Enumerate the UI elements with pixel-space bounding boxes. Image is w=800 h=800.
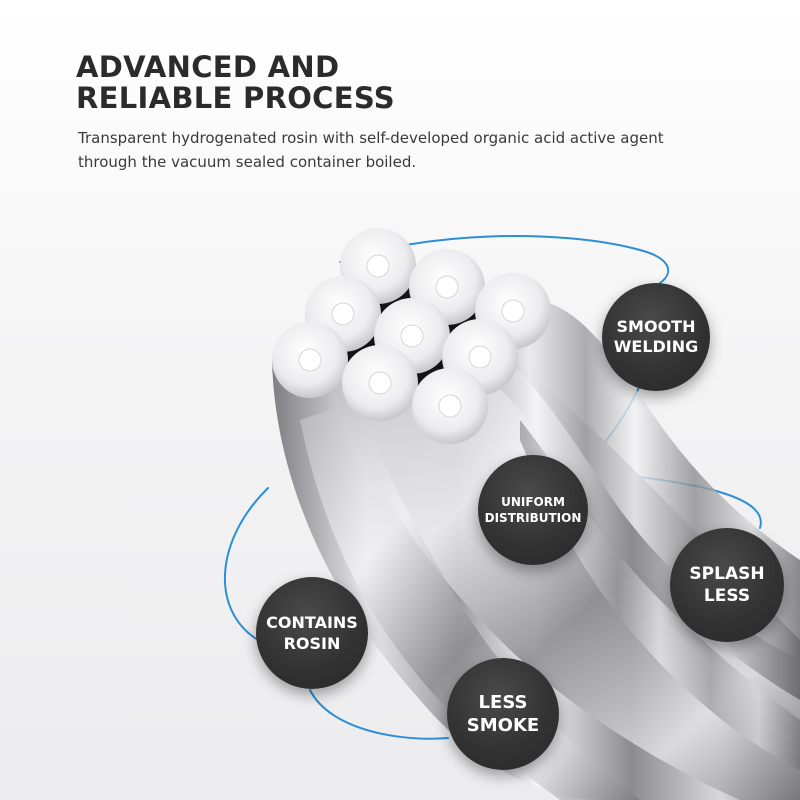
badge-label-line-2: SMOKE: [466, 715, 540, 736]
wire-cross-section: [272, 228, 551, 444]
badge-label-line-1: UNIFORM: [501, 495, 565, 509]
wire-strand: [300, 400, 640, 800]
badge-label-line-2: ROSIN: [283, 634, 341, 653]
orbit-line-left: [223, 487, 269, 641]
badge-smooth-welding: SMOOTH WELDING: [602, 283, 710, 391]
badge-label-line-2: DISTRIBUTION: [484, 511, 582, 525]
badge-less-smoke: LESS SMOKE: [447, 658, 559, 770]
badge-label-line-1: CONTAINS: [266, 613, 358, 632]
process-description: Transparent hydrogenated rosin with self…: [78, 126, 738, 174]
strand-end: [272, 322, 348, 398]
description-line-2: through the vacuum sealed container boil…: [78, 153, 417, 171]
badge-splash-less: SPLASH LESS: [670, 528, 784, 642]
badge-contains-rosin: CONTAINS ROSIN: [256, 577, 368, 689]
wire-strand: [330, 370, 800, 800]
strand-end: [412, 368, 488, 444]
badge-label-line-2: WELDING: [613, 337, 699, 356]
description-line-1: Transparent hydrogenated rosin with self…: [78, 129, 664, 147]
strand-end: [342, 345, 418, 421]
title-line-2: RELIABLE PROCESS: [76, 81, 395, 115]
badge-label-line-1: SMOOTH: [616, 317, 696, 336]
badge-label-line-1: SPLASH: [689, 564, 765, 584]
badge-label-line-2: LESS: [703, 586, 751, 606]
wire-strand: [520, 420, 800, 770]
title-line-1: ADVANCED AND: [76, 50, 340, 84]
badge-uniform-distribution: UNIFORM DISTRIBUTION: [478, 455, 588, 565]
page-title: ADVANCED AND RELIABLE PROCESS: [76, 52, 395, 114]
orbit-line-bottom: [309, 689, 449, 740]
badge-label-line-1: LESS: [478, 692, 528, 713]
